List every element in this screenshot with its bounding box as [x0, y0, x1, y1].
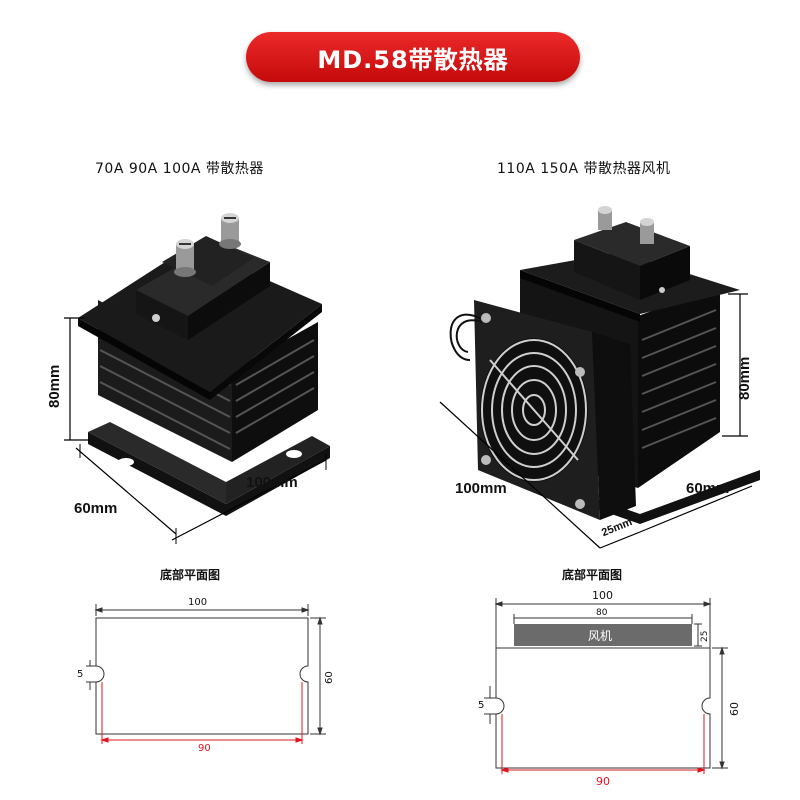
- right-plan-title: 底部平面图: [562, 568, 623, 582]
- right-plan-hole-spacing-label: 90: [596, 775, 610, 788]
- right-plan-width-label: 100: [592, 589, 613, 602]
- right-length-label: 100mm: [455, 480, 507, 497]
- fan-footprint-box: [514, 624, 692, 646]
- left-plan-hole-spacing-label: 90: [198, 743, 211, 754]
- left-plan-slot-label: 5: [77, 669, 84, 680]
- left-plan-title: 底部平面图: [160, 568, 221, 582]
- right-width-label: 60mm: [686, 480, 730, 497]
- left-product-caption: 70A 90A 100A 带散热器: [95, 161, 264, 177]
- right-plan-fan-depth-label: 25: [700, 630, 710, 642]
- left-width-label: 60mm: [74, 500, 118, 517]
- left-length-label: 100mm: [246, 474, 298, 491]
- left-plan-width-label: 100: [188, 597, 208, 608]
- right-plan-fan-label: 风机: [588, 629, 613, 643]
- right-plan-fan-width-label: 80: [596, 608, 608, 618]
- page-title: MD.58带散热器: [246, 32, 580, 82]
- right-product-caption: 110A 150A 带散热器风机: [497, 161, 671, 177]
- right-plan-slot-label: 5: [478, 700, 485, 711]
- right-plan-height-label: 60: [728, 702, 741, 716]
